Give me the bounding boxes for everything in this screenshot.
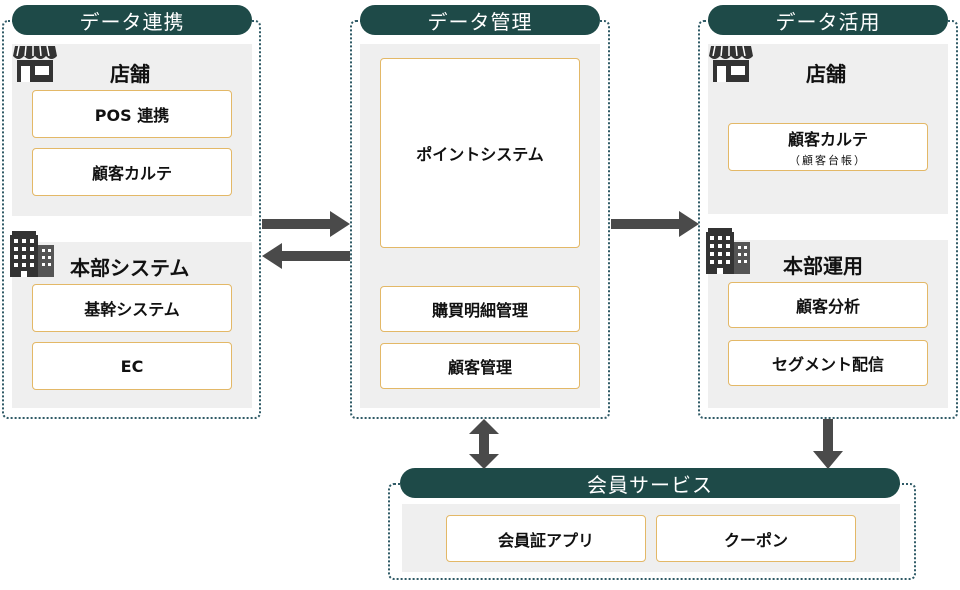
customer-chart-label: 顧客カルテ [91, 164, 172, 183]
data-use-store-title: 店舗 [806, 62, 846, 86]
customer-analysis-box: 顧客分析 [728, 282, 928, 328]
customer-chart-box: 顧客カルテ [32, 148, 232, 196]
ec-label: EC [120, 356, 144, 376]
segment-delivery-label: セグメント配信 [771, 355, 884, 374]
data-use-header: データ活用 [708, 5, 948, 35]
ec-box: EC [32, 342, 232, 390]
building-icon [704, 224, 752, 276]
customer-ledger-sub: （顧客台帳） [789, 154, 867, 167]
arrow-updown-mgmt-member [469, 419, 499, 469]
core-system-label: 基幹システム [84, 300, 180, 319]
customer-mgmt-label: 顧客管理 [447, 358, 512, 377]
store-icon [709, 44, 753, 84]
member-app-box: 会員証アプリ [446, 515, 646, 562]
customer-chart-ledger-label: 顧客カルテ [787, 130, 868, 149]
customer-mgmt-box: 顧客管理 [380, 343, 580, 389]
customer-analysis-label: 顧客分析 [795, 297, 860, 316]
segment-delivery-box: セグメント配信 [728, 340, 928, 386]
point-system-label: ポイントシステム [416, 145, 544, 164]
customer-chart-ledger-box: 顧客カルテ （顧客台帳） [728, 123, 928, 171]
coupon-box: クーポン [656, 515, 856, 562]
coupon-label: クーポン [723, 530, 788, 550]
arrow-left-mgmt-to-link [262, 243, 350, 269]
store-icon [13, 44, 57, 84]
data-link-store-title: 店舗 [110, 62, 150, 86]
arrow-right-mgmt-to-use [611, 211, 699, 237]
pos-link-box: POS 連携 [32, 90, 232, 138]
purchase-detail-label: 購買明細管理 [431, 301, 528, 320]
data-link-header: データ連携 [12, 5, 252, 35]
member-app-label: 会員証アプリ [497, 530, 594, 550]
point-system-box: ポイントシステム [380, 58, 580, 248]
data-mgmt-header: データ管理 [360, 5, 600, 35]
core-system-box: 基幹システム [32, 284, 232, 332]
building-icon [8, 227, 56, 279]
member-header: 会員サービス [400, 468, 900, 498]
purchase-detail-box: 購買明細管理 [380, 286, 580, 332]
arrow-down-use-to-member [813, 419, 843, 469]
pos-link-label: POS 連携 [94, 106, 170, 125]
data-link-hq-title: 本部システム [70, 256, 190, 280]
data-use-hq-title: 本部運用 [783, 254, 863, 278]
arrow-right-link-to-mgmt [262, 211, 350, 237]
